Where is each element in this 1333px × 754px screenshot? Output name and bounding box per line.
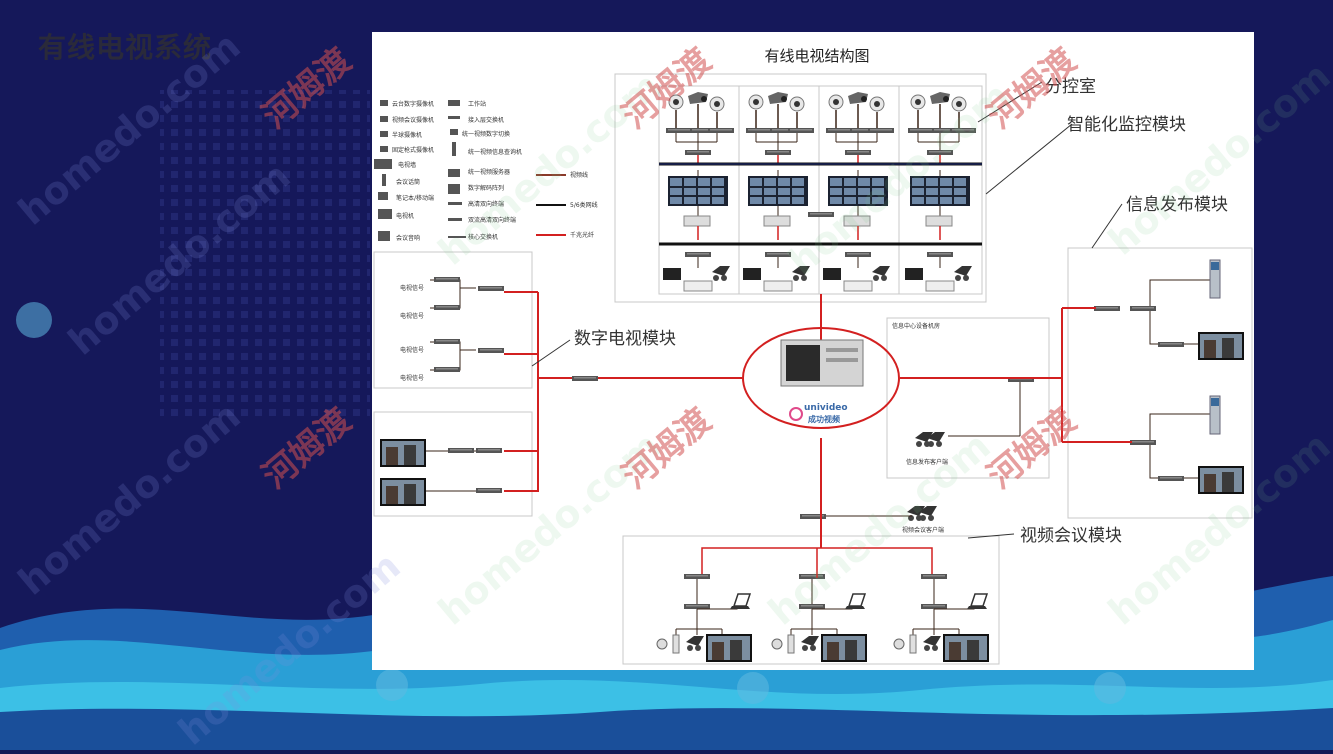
legend-label: 会议话筒	[396, 178, 420, 186]
legend-label: 高清双向终端	[468, 200, 504, 208]
legend-label: 固定枪式摄像机	[392, 146, 434, 154]
video-conference-module: 视频会议客户端	[622, 506, 1000, 665]
legend-label: 电视机	[396, 212, 414, 220]
core-server: univideo 成功视频	[742, 327, 900, 429]
legend-label: 云台数字摄像机	[392, 100, 434, 108]
legend-label: 数字解码阵列	[468, 184, 504, 192]
legend-label: 半球摄像机	[392, 131, 422, 139]
label-info-release: 信息发布模块	[1126, 195, 1228, 215]
slide-title: 有线电视系统	[38, 31, 213, 64]
callout-lines	[531, 81, 1123, 539]
legend: 云台数字摄像机 视频会议摄像机 半球摄像机 固定枪式摄像机 电视墙 会议话筒 笔…	[374, 100, 598, 242]
legend-label: 统一视频信息查询机	[468, 148, 522, 156]
legend-label: 接入层交换机	[468, 116, 504, 124]
svg-text:电视信号: 电视信号	[400, 346, 424, 354]
label-monitoring: 智能化监控模块	[1067, 115, 1186, 135]
svg-text:视频会议客户端: 视频会议客户端	[902, 526, 944, 534]
legend-label: 统一视频数字切换	[462, 130, 510, 138]
label-video-conf: 视频会议模块	[1020, 526, 1122, 546]
legend-line-label: 5/6类网线	[570, 201, 598, 209]
svg-text:电视信号: 电视信号	[400, 312, 424, 320]
svg-text:信息发布客户端: 信息发布客户端	[906, 458, 948, 466]
monitoring-module	[614, 73, 987, 303]
svg-text:电视信号: 电视信号	[400, 284, 424, 292]
legend-label: 笔记本/移动端	[396, 194, 434, 202]
legend-label: 视频会议摄像机	[392, 116, 434, 124]
network-diagram: 有线电视结构图 云台数字摄像机 视频会议摄像机 半球摄像机 固定枪式摄像机 电视…	[373, 47, 1253, 665]
brand-logo-text: univideo	[804, 403, 848, 413]
legend-label: 双流高清双向终端	[468, 216, 516, 224]
info-release-module: 信息中心设备机房 信息发布客户端	[886, 247, 1253, 519]
diagram-title: 有线电视结构图	[764, 47, 869, 65]
legend-label: 统一视频服务器	[468, 168, 510, 176]
svg-text:电视信号: 电视信号	[400, 374, 424, 382]
legend-line-label: 视频线	[570, 171, 588, 179]
brand-logo-text-cn: 成功视频	[808, 414, 840, 424]
legend-label: 会议音响	[396, 234, 420, 242]
legend-label: 核心交换机	[468, 233, 498, 241]
legend-label: 工作站	[468, 100, 486, 108]
legend-label: 电视墙	[398, 161, 416, 169]
label-control-room: 分控室	[1045, 77, 1096, 97]
diagram-panel: 有线电视结构图 云台数字摄像机 视频会议摄像机 半球摄像机 固定枪式摄像机 电视…	[372, 32, 1254, 670]
svg-text:信息中心设备机房: 信息中心设备机房	[892, 322, 940, 330]
legend-line-label: 千兆光纤	[570, 231, 594, 239]
label-digital-tv: 数字电视模块	[574, 329, 676, 349]
